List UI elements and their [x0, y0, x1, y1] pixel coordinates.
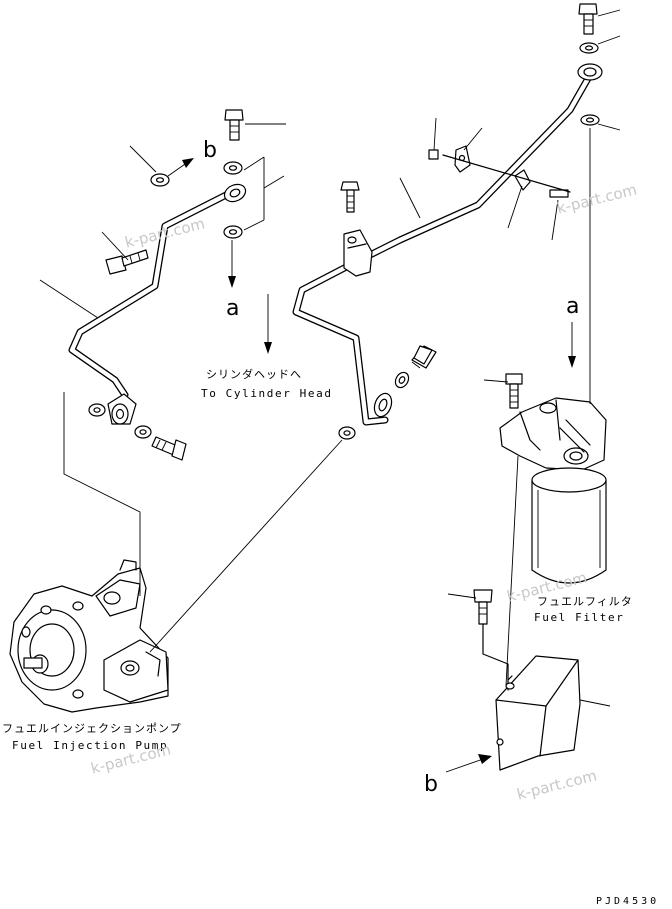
left-bolt-top — [224, 109, 244, 141]
arrows — [167, 158, 576, 773]
banjo-bolt-top — [578, 3, 600, 126]
fuel-block — [495, 655, 581, 771]
banjo-bolt-lower — [394, 345, 437, 389]
injection-pump-label-jp: フュエルインジェクションポンプ — [2, 722, 182, 735]
fuel-filter-label-en: Fuel Filter — [534, 611, 625, 624]
injection-pump-label-en: Fuel Injection Pump — [12, 739, 169, 752]
ref-label-a-right: a — [566, 294, 580, 319]
cylinder-head-label-en: To Cylinder Head — [201, 387, 333, 400]
pump-washer — [338, 426, 356, 440]
clamp-bolt — [340, 181, 360, 213]
drawing-code: PJD4530 — [596, 896, 660, 907]
pipe-left-return — [68, 188, 236, 399]
block-bolt — [473, 589, 509, 681]
fuel-filter-cartridge — [531, 467, 607, 584]
fuel-filter-bracket — [499, 397, 607, 471]
filter-bracket-bolt — [505, 373, 523, 409]
pipe-to-cylinder-head — [292, 71, 594, 426]
banjo-fitting-top — [577, 63, 603, 81]
pipe-clip-parts — [428, 145, 571, 198]
ref-label-b-top: b — [203, 138, 217, 163]
ref-label-b-bottom: b — [424, 772, 438, 797]
pipe-clamp — [343, 229, 373, 277]
fuel-injection-pump — [9, 559, 169, 713]
left-washers — [88, 161, 243, 439]
fuel-filter-label-jp: フュエルフィルタ — [537, 595, 633, 608]
banjo-left-upper — [223, 183, 247, 203]
banjo-left-lower — [107, 393, 137, 425]
ref-label-a-left: a — [226, 296, 240, 321]
left-bolt-mid — [105, 249, 149, 275]
banjo-fitting-lower — [373, 392, 393, 418]
leader-lines — [39, 9, 621, 707]
left-bolt-lower — [151, 436, 187, 461]
cylinder-head-label-jp: シリンダヘッドへ — [206, 368, 302, 381]
